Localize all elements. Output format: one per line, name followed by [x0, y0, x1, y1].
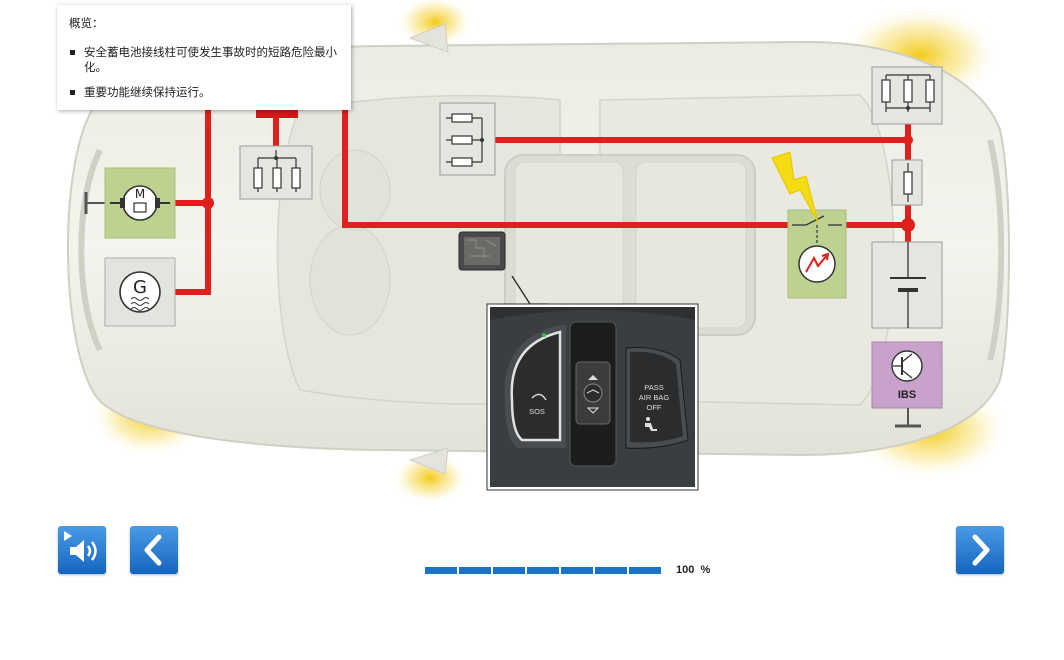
progress-segment: [425, 567, 457, 574]
generator-symbol-text: G: [133, 277, 147, 298]
chevron-left-icon: [144, 534, 162, 566]
progress-segment: [561, 567, 593, 574]
junction-dot: [901, 218, 915, 232]
passenger-airbag-label-line2: AIR BAG: [639, 393, 670, 402]
safety-battery-terminal: [787, 209, 847, 299]
starter-motor-symbol: M: [84, 167, 176, 239]
progress-segment: [493, 567, 525, 574]
speaker-icon: [64, 531, 97, 562]
ibs-label: IBS: [898, 389, 916, 401]
motor-symbol-text: M: [135, 187, 145, 201]
fuse-box-left: [239, 145, 313, 200]
overview-title: 概览：: [69, 16, 104, 30]
progress-segment: [527, 567, 559, 574]
console-callout: SOS PASS AIR BAG OFF: [486, 275, 699, 491]
next-button[interactable]: [956, 526, 1004, 574]
generator-symbol: G: [104, 257, 176, 327]
junction-dot: [202, 197, 214, 209]
progress-segment: [629, 567, 661, 574]
passenger-airbag-label-line3: OFF: [647, 403, 662, 412]
overview-bullet: 安全蓄电池接线柱可使发生事故时的短路危险最小化。: [69, 45, 339, 75]
progress-unit: %: [700, 564, 711, 576]
fuse-box-right: [871, 66, 943, 125]
progress-percentage: 100 %: [676, 564, 710, 576]
junction-dot: [903, 135, 913, 145]
audio-button[interactable]: [58, 526, 106, 574]
back-button[interactable]: [130, 526, 178, 574]
overview-bullet: 重要功能继续保持运行。: [69, 85, 339, 100]
single-fuse: [891, 159, 923, 206]
airbag-seat-icon: [645, 417, 657, 431]
control-unit-module: [458, 231, 506, 271]
overview-info-panel: 概览： 安全蓄电池接线柱可使发生事故时的短路危险最小化。 重要功能继续保持运行。: [57, 5, 351, 110]
lightning-bolt-icon: [771, 151, 819, 223]
battery-symbol: [871, 241, 943, 329]
overview-bullet-list: 安全蓄电池接线柱可使发生事故时的短路危险最小化。 重要功能继续保持运行。: [69, 45, 339, 110]
progress-bar: [425, 567, 661, 574]
passenger-airbag-label-line1: PASS: [644, 383, 663, 392]
fuse-box-middle: [439, 102, 496, 176]
progress-value: 100: [676, 564, 695, 576]
vehicle-power-diagram: M G: [67, 0, 1010, 500]
ibs-sensor: IBS: [871, 341, 943, 409]
sos-label: SOS: [529, 407, 545, 416]
progress-segment: [595, 567, 627, 574]
chevron-right-icon: [972, 534, 990, 566]
progress-segment: [459, 567, 491, 574]
